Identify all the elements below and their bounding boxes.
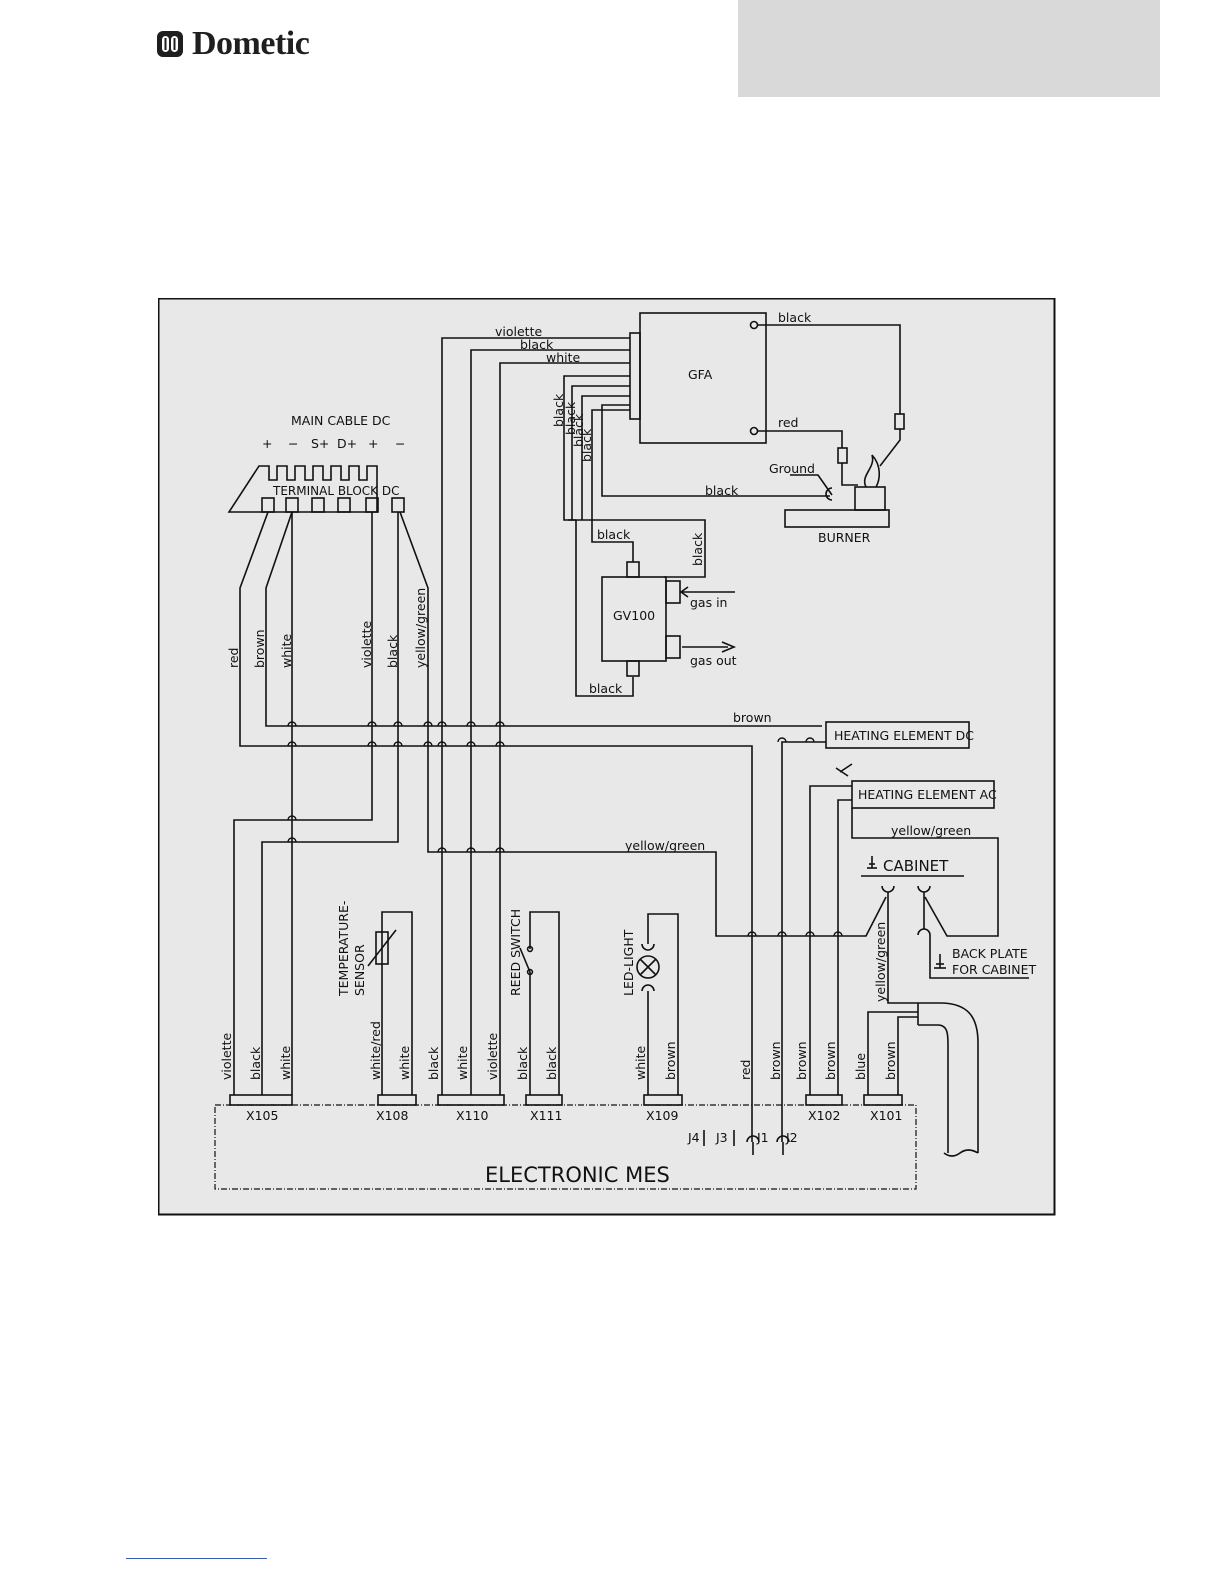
wire-label-black-x111a: black: [515, 1046, 530, 1080]
wire-label-yellow-green-cab: yellow/green: [873, 922, 888, 1002]
wire-label-black-gv-bottom: black: [589, 681, 623, 696]
wire-label-black-v4: black: [579, 428, 594, 462]
heating-element-dc-box: [825, 721, 970, 749]
wire-label-white-x110: white: [455, 1045, 470, 1080]
footer-rule: [126, 1558, 267, 1559]
main-cable-label: MAIN CABLE DC: [291, 413, 391, 428]
wire-label-black-x110: black: [426, 1046, 441, 1080]
wire-label-red-tb: red: [226, 648, 241, 669]
wire-label-black-gv-side: black: [690, 532, 705, 566]
wire-label-brown-x102a: brown: [794, 1041, 809, 1080]
terminal-plus-1: +: [262, 436, 272, 451]
terminal-block: [227, 465, 378, 513]
wire-label-yellow-green-tb: yellow/green: [413, 588, 428, 668]
diagram-panel: [158, 298, 1056, 1216]
j1-label: J1: [756, 1130, 769, 1145]
wire-label-white-x108: white: [397, 1045, 412, 1080]
terminal-minus-2: −: [395, 436, 405, 451]
wire-label-brown-j2: brown: [768, 1041, 783, 1080]
wire-label-black-gv-top: black: [597, 527, 631, 542]
gas-out-label: gas out: [690, 653, 737, 668]
wire-label-violette-tb: violette: [359, 621, 374, 668]
wire-label-brown-x102b: brown: [823, 1041, 838, 1080]
x101-label: X101: [870, 1108, 902, 1123]
wire-label-black-x111b: black: [544, 1046, 559, 1080]
cabinet-label: CABINET: [883, 857, 949, 875]
wiring-diagram: MAIN CABLE DC + − S+ D+ + − TERMINAL BLO…: [158, 298, 1056, 1216]
wire-label-black-gfa: black: [778, 310, 812, 325]
wire-label-blue-x101: blue: [853, 1053, 868, 1080]
burner-block: [784, 509, 890, 528]
x111-label: X111: [530, 1108, 562, 1123]
wire-label-black-v2: black: [563, 401, 578, 435]
wire-lines: [227, 312, 1029, 1157]
temp-sensor-label-2: SENSOR: [352, 944, 367, 996]
wire-label-yellow-green-mid: yellow/green: [625, 838, 705, 853]
j2-label: J2: [785, 1130, 798, 1145]
electronic-mes-label: ELECTRONIC MES: [485, 1163, 670, 1187]
wire-label-violette-x110: violette: [485, 1033, 500, 1080]
terminal-s-plus: S+: [311, 436, 329, 451]
reed-switch-label: REED SWITCH: [508, 909, 523, 996]
wire-label-black-top: black: [520, 337, 554, 352]
back-plate-label-2: FOR CABINET: [952, 962, 1036, 977]
wire-label-brown-tb: brown: [252, 629, 267, 668]
back-plate-label: BACK PLATE: [952, 946, 1028, 961]
terminal-block-label: TERMINAL BLOCK DC: [272, 484, 399, 498]
ground-label: Ground: [769, 461, 815, 476]
dometic-logo: Dometic: [156, 25, 310, 62]
led-light-label: LED-LIGHT: [621, 929, 636, 996]
wire-label-brown-hdc: brown: [733, 710, 772, 725]
wire-label-white-tb: white: [279, 633, 294, 668]
wire-label-brown-x101: brown: [883, 1041, 898, 1080]
dometic-logo-icon: [157, 31, 183, 57]
wire-label-red-j1: red: [738, 1060, 753, 1081]
burner-label: BURNER: [818, 530, 871, 545]
header-gray-box: [738, 0, 1160, 97]
x102-label: X102: [808, 1108, 840, 1123]
wire-label-white-top: white: [546, 350, 581, 365]
x110-label: X110: [456, 1108, 488, 1123]
x108-label: X108: [376, 1108, 408, 1123]
wire-label-yellow-green-right: yellow/green: [891, 823, 971, 838]
gv100-label: GV100: [613, 608, 655, 623]
x105-label: X105: [246, 1108, 278, 1123]
brand-name: Dometic: [192, 25, 310, 62]
terminal-minus-1: −: [288, 436, 298, 451]
j4-label: J4: [687, 1130, 700, 1145]
wire-label-violette-x105: violette: [219, 1033, 234, 1080]
heating-element-ac-box: [851, 780, 995, 809]
temp-sensor-label-1: TEMPERATURE-: [336, 901, 351, 997]
gfa-label: GFA: [688, 367, 713, 382]
electronic-mes-box: [214, 1104, 917, 1190]
gas-in-label: gas in: [690, 595, 727, 610]
heating-dc-label: HEATING ELEMENT DC: [834, 728, 974, 743]
j3-label: J3: [715, 1130, 728, 1145]
wire-crossings: [287, 721, 843, 937]
wire-label-black-v1: black: [551, 393, 566, 427]
wire-label-white-x109: white: [633, 1045, 648, 1080]
heating-ac-label: HEATING ELEMENT AC: [858, 787, 997, 802]
wire-label-black-tb: black: [385, 634, 400, 668]
wire-label-white-x105: white: [278, 1045, 293, 1080]
wire-label-white-red-x108: white/red: [368, 1021, 383, 1080]
wire-label-brown-x109: brown: [663, 1041, 678, 1080]
wire-label-red-gfa: red: [778, 415, 799, 430]
wire-label-black-v3: black: [571, 413, 586, 447]
wire-label-violette-top: violette: [495, 324, 542, 339]
x109-label: X109: [646, 1108, 678, 1123]
terminal-d-plus: D+: [337, 436, 357, 451]
wire-label-black-burner: black: [705, 483, 739, 498]
wire-label-black-x105: black: [248, 1046, 263, 1080]
terminal-plus-2: +: [368, 436, 378, 451]
